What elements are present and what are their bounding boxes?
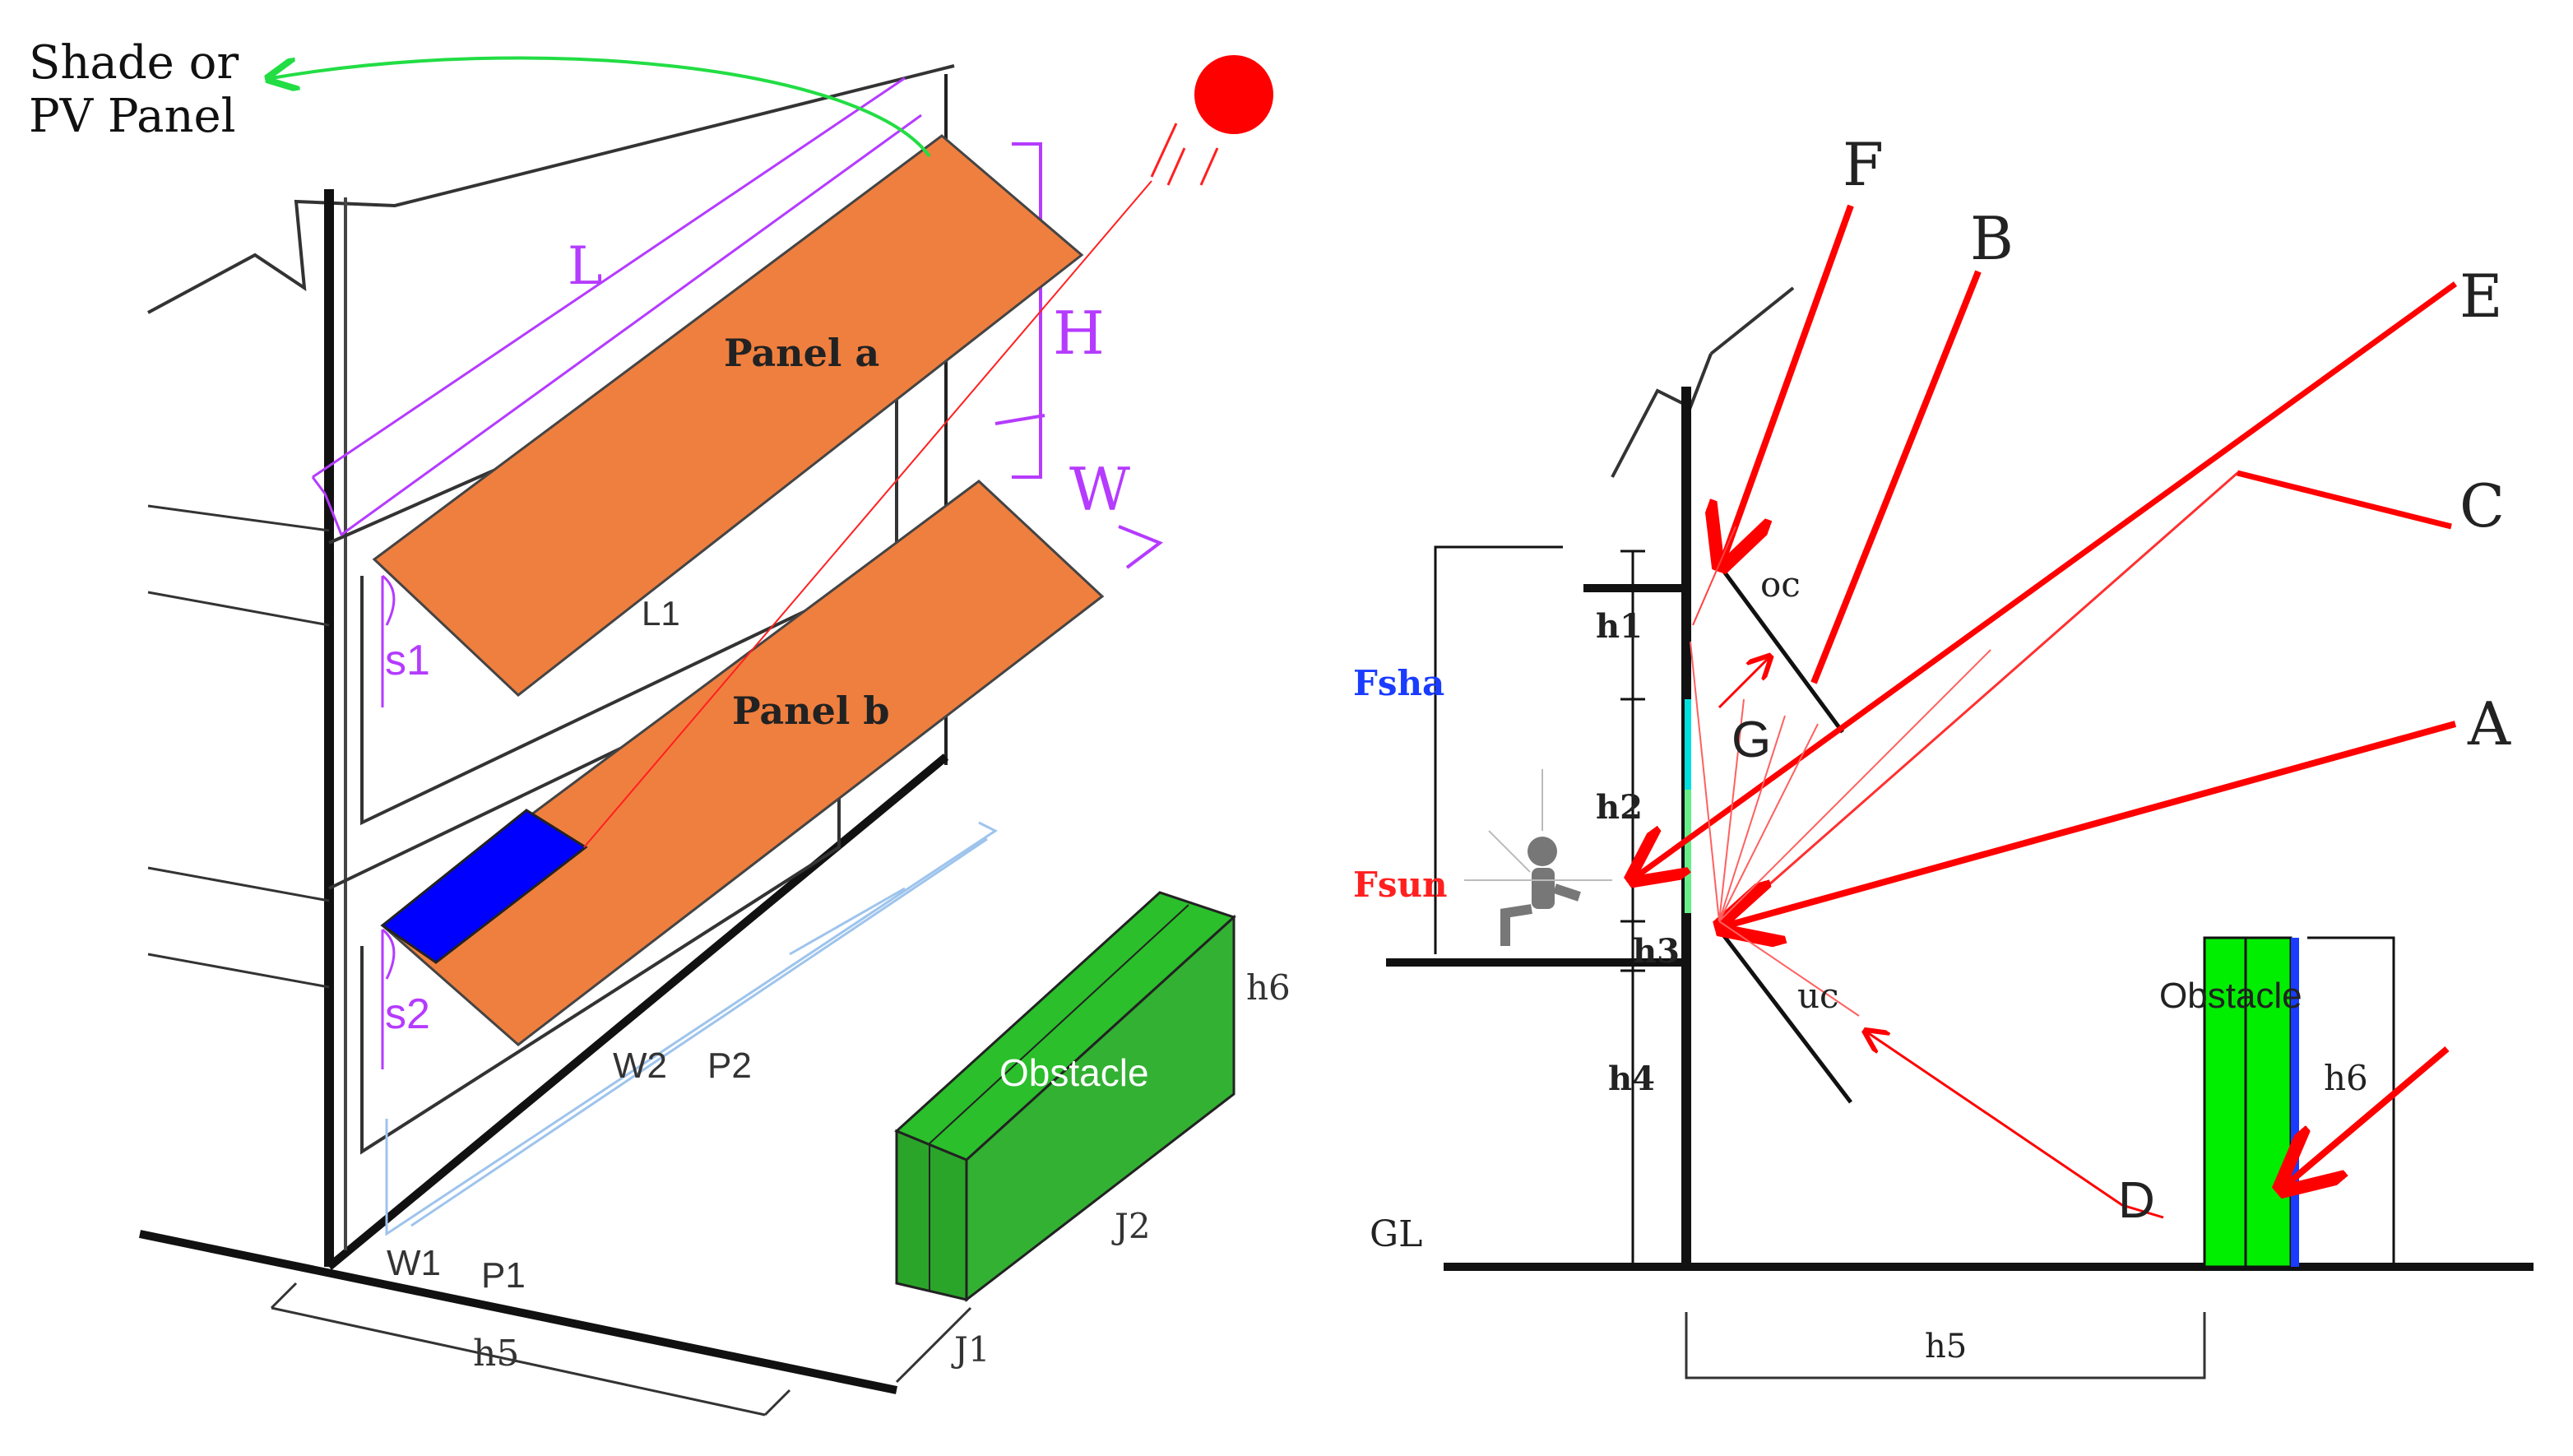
label-GL: GL <box>1370 1213 1422 1255</box>
ray-D <box>1867 1032 2164 1219</box>
label-W2: W2 <box>613 1046 667 1086</box>
label-h6-left: h6 <box>1246 967 1291 1008</box>
sun-ray <box>583 180 1152 848</box>
label-fsun: Fsun <box>1353 865 1448 905</box>
ray-label-E: E <box>2459 262 2503 331</box>
facade-line <box>147 953 330 989</box>
left-diagram: Shade or PV Panel L H W Panel a Panel b … <box>29 36 1291 1417</box>
label-h3: h3 <box>1633 932 1680 971</box>
label-h1: h1 <box>1596 607 1643 646</box>
reflected-rays-fan <box>1690 641 1991 1017</box>
panel-a <box>372 134 1084 697</box>
h6-dimension-right <box>2307 936 2395 1267</box>
label-h4: h4 <box>1608 1060 1655 1098</box>
fsha-bracket <box>1434 545 1563 954</box>
obstacle-right <box>2203 936 2293 1268</box>
ray-C <box>1727 471 2452 923</box>
label-panel-b: Panel b <box>732 689 890 733</box>
ray-E <box>1637 281 2458 876</box>
label-fsha: Fsha <box>1353 663 1444 703</box>
underhang-uc <box>1718 928 1852 1104</box>
ray-label-C: C <box>2459 471 2505 540</box>
label-P2: P2 <box>707 1046 752 1086</box>
obstacle-side <box>965 914 1236 1303</box>
label-s2: s2 <box>385 990 430 1038</box>
W-dimension <box>994 414 1164 569</box>
building-ground-edge <box>326 754 949 1270</box>
ray-F-reflected <box>1692 526 1736 626</box>
label-uc: uc <box>1797 976 1839 1016</box>
H-dimension <box>1012 142 1042 479</box>
label-W: W <box>1069 455 1130 524</box>
label-shade-line1: Shade or <box>29 36 239 90</box>
s1-angle <box>381 574 396 707</box>
label-panel-a: Panel a <box>724 331 879 375</box>
window-frame-upper <box>360 378 898 826</box>
ray-C-head <box>2237 470 2452 530</box>
roof-outline <box>147 64 955 314</box>
label-J1: J1 <box>951 1329 990 1370</box>
label-h6-right: h6 <box>2324 1058 2368 1098</box>
overhang-oc <box>1713 558 1845 734</box>
facade-line <box>147 866 330 902</box>
label-L: L <box>568 236 603 297</box>
ray-A <box>1727 721 2457 925</box>
occupant-figure <box>1464 769 1612 946</box>
label-oc: oc <box>1760 564 1801 605</box>
facade-line <box>147 591 330 627</box>
obstacle-front <box>895 1129 968 1301</box>
sun <box>1194 55 1273 134</box>
sun-rays-short <box>1150 123 1219 186</box>
label-obstacle-left: Obstacle <box>999 1051 1149 1094</box>
right-roof <box>1611 286 1795 478</box>
pv-cell <box>380 809 588 964</box>
ray-label-D: D <box>2118 1172 2155 1229</box>
label-shade-line2: PV Panel <box>29 90 236 143</box>
ray-B <box>1810 270 1982 684</box>
facade-line <box>147 504 330 532</box>
label-L1: L1 <box>642 594 680 633</box>
ground-line <box>138 1230 898 1394</box>
green-pointer-arrow <box>271 56 931 158</box>
label-h5-left: h5 <box>473 1333 519 1375</box>
ray-label-A: A <box>2467 689 2511 758</box>
label-h2: h2 <box>1596 788 1643 827</box>
label-obstacle-right: Obstacle <box>2159 976 2302 1016</box>
label-s1: s1 <box>385 637 430 684</box>
ray-G <box>1718 658 1769 709</box>
ray-F <box>1723 204 1854 559</box>
s2-angle <box>381 928 396 1069</box>
h5-dimension-left <box>270 1282 791 1417</box>
label-h5-right: h5 <box>1925 1328 1967 1366</box>
label-P1: P1 <box>481 1255 526 1296</box>
label-J2: J2 <box>1111 1206 1151 1246</box>
window-frame-lower <box>360 790 841 1155</box>
obstacle-edge <box>929 904 1189 1144</box>
right-diagram: F B E C A D G oc uc h1 h2 h3 h4 h5 h6 Fs… <box>1353 130 2534 1379</box>
L-dimension <box>311 77 922 537</box>
w-p-dimension-lines <box>385 821 998 1236</box>
label-W1: W1 <box>387 1243 441 1283</box>
ray-label-F: F <box>1843 130 1884 199</box>
panel-b <box>380 480 1105 1046</box>
ray-obstacle-hit <box>2287 1046 2450 1185</box>
h-dimension-line <box>1620 549 1645 1267</box>
J1-dimension <box>895 1306 972 1384</box>
h5-dimension-right <box>1685 1312 2206 1379</box>
label-H: H <box>1053 299 1105 368</box>
ray-label-B: B <box>1970 204 2014 273</box>
ray-label-G: G <box>1732 712 1771 768</box>
